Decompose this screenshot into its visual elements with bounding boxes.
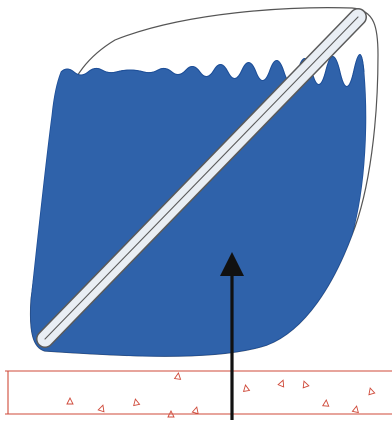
concrete-mark	[321, 399, 330, 407]
diagonal-rod	[36, 8, 367, 348]
upward-force-arrow	[220, 252, 244, 420]
water-surface-line	[60, 54, 365, 87]
concrete-mark	[173, 372, 182, 380]
concrete-mark	[351, 405, 359, 414]
concrete-slab	[5, 370, 392, 418]
arrow-head	[220, 252, 244, 276]
concrete-mark	[277, 379, 285, 388]
concrete-mark	[133, 398, 141, 407]
concrete-mark	[66, 396, 74, 405]
concrete-aggregate-marks	[66, 372, 376, 418]
concrete-mark	[368, 387, 376, 396]
concrete-mark	[302, 380, 310, 389]
rod-core-line	[44, 16, 359, 340]
concrete-mark	[191, 406, 199, 415]
concrete-mark	[97, 404, 105, 413]
concrete-mark	[242, 384, 251, 393]
concrete-mark	[167, 409, 175, 418]
